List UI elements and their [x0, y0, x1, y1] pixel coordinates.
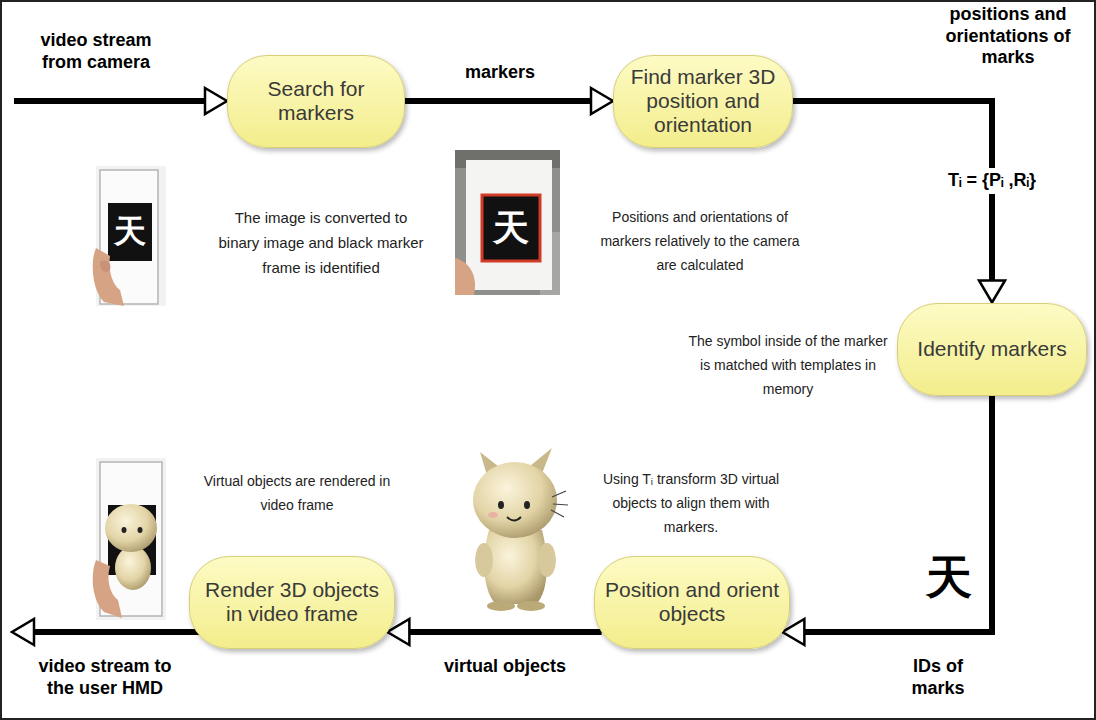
- marker-id-glyph: 天: [922, 552, 976, 603]
- character-arm: [475, 543, 493, 577]
- box-text: Identify markers: [917, 337, 1066, 361]
- flow-arrow: [405, 98, 591, 104]
- character-mouth: [507, 517, 521, 521]
- virtual-character: [473, 448, 568, 611]
- character-body: [115, 546, 151, 590]
- io-label: video stream to the user HMD: [26, 656, 184, 699]
- flow-arrow: [409, 629, 601, 635]
- box-text: Position and orient objects: [604, 578, 780, 626]
- character-blush: [488, 512, 498, 518]
- marker-card: [466, 160, 552, 290]
- marker-photo: [93, 166, 166, 306]
- character-foot: [517, 601, 545, 611]
- hand: [93, 560, 122, 618]
- output-arrow: [34, 629, 205, 635]
- process-box: Position and orient objects: [594, 556, 790, 649]
- marker-glyph: 天: [108, 214, 152, 249]
- character-body: [484, 530, 547, 604]
- box-text: Find marker 3D position and orientation: [623, 65, 783, 137]
- marker-glyph: 天: [482, 208, 540, 248]
- character-eye: [524, 501, 530, 509]
- character-eye: [138, 527, 143, 533]
- edge-label: markers: [440, 62, 560, 84]
- character-arm: [538, 543, 556, 577]
- input-arrow: [14, 98, 205, 104]
- step-note: The image is converted to binary image a…: [218, 206, 424, 280]
- process-box: Identify markers: [897, 303, 1087, 396]
- marker-photo: [455, 150, 560, 295]
- box-text: Render 3D objects in video frame: [199, 578, 385, 626]
- photo-ground: [455, 150, 560, 295]
- character-head: [105, 504, 157, 552]
- flow-arrow: [804, 396, 992, 633]
- character-whiskers: [551, 491, 568, 517]
- io-label: video stream from camera: [26, 30, 166, 73]
- process-box: Find marker 3D position and orientation: [613, 55, 793, 148]
- hand: [93, 248, 124, 306]
- edge-label: positions and orientations of marks: [932, 4, 1084, 69]
- finger: [100, 260, 110, 272]
- process-box: Render 3D objects in video frame: [189, 556, 395, 649]
- edge-label: IDs of marks: [886, 656, 990, 699]
- step-note: The symbol inside of the marker is match…: [686, 330, 890, 401]
- hand: [455, 258, 475, 295]
- transform-label: Tᵢ = {Pᵢ ,Rᵢ}: [922, 168, 1062, 194]
- edge-label: virtual objects: [418, 656, 592, 678]
- step-note: Virtual objects are rendered in video fr…: [202, 470, 392, 518]
- process-box: Search for markers: [227, 55, 405, 148]
- character-eye: [122, 527, 127, 533]
- character-eye: [498, 501, 504, 509]
- character-foot: [487, 601, 515, 611]
- step-note: Using Tᵢ transform 3D virtual objects to…: [588, 468, 794, 539]
- marker-square: [108, 203, 152, 261]
- character-head: [473, 462, 557, 538]
- marker-square: [482, 195, 540, 261]
- box-text: Search for markers: [237, 77, 395, 125]
- step-note: Positions and orientations of markers re…: [590, 206, 810, 277]
- augmented-photo: [93, 458, 166, 620]
